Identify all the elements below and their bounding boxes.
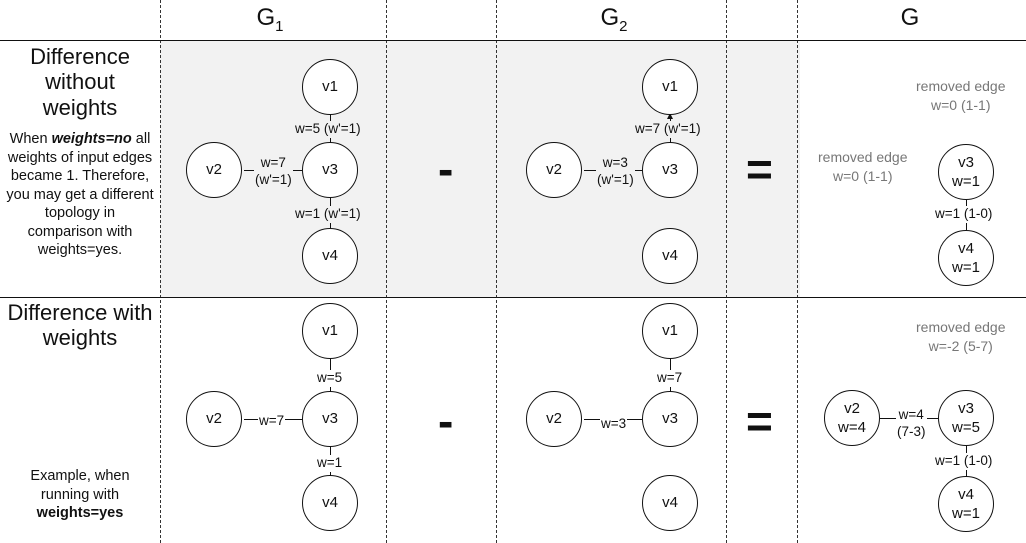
node-v2: v2 [186, 142, 242, 198]
node-v3: v3 [302, 142, 358, 198]
header-g1: G1 [256, 4, 284, 35]
column-divider [797, 0, 798, 543]
node-v4: v4 [302, 228, 358, 284]
edge-label-v2-v3: w=7(w'=1) [254, 155, 293, 189]
row1-title: Difference without weights [30, 44, 130, 120]
node-v4: v4 [302, 475, 358, 531]
equals-operator: = [746, 395, 773, 447]
edge-label-v2-v3: w=3 [600, 416, 628, 433]
node-v4: v4 [642, 475, 698, 531]
equals-operator: = [746, 143, 773, 195]
edge-label-v3-v4: w=1 [316, 455, 344, 472]
minus-operator: - [438, 395, 454, 447]
row-divider [0, 297, 1026, 298]
edge-label-v2-v3: w=7 [258, 413, 286, 430]
arrow-head-icon [667, 113, 673, 119]
minus-operator: - [438, 143, 454, 195]
edge-label-v2-v3: w=4(7-3) [896, 407, 927, 441]
row1-description: When weights=no all weights of input edg… [6, 131, 154, 259]
node-v3: v3 [642, 391, 698, 447]
node-v4: v4 [642, 228, 698, 284]
node-v1: v1 [642, 59, 698, 115]
edge-label-v2-v3: w=3(w'=1) [596, 155, 635, 189]
node-v2: v2 [526, 391, 582, 447]
edge-label-v1-v3: w=5 (w'=1) [294, 121, 362, 138]
node-v1: v1 [302, 303, 358, 359]
edge-label-v3-v4: w=1 (1-0) [934, 206, 994, 223]
column-divider [386, 0, 387, 543]
edge-label-v3-v4: w=1 (w'=1) [294, 206, 362, 223]
node-v2: v2 [526, 142, 582, 198]
header-g2: G2 [600, 4, 628, 35]
column-divider [160, 0, 161, 543]
node-v3: v3 [302, 391, 358, 447]
edge-label-v1-v3: w=7 [656, 370, 684, 387]
node-v1: v1 [302, 59, 358, 115]
row-divider [0, 40, 1026, 41]
edge-label-v1-v3: w=7 (w'=1) [634, 121, 702, 138]
column-divider [726, 0, 727, 543]
node-v1: v1 [642, 303, 698, 359]
node-v3: v3 [642, 142, 698, 198]
row2-title: Difference with weights [7, 300, 153, 351]
header-g: G [900, 4, 920, 31]
edge-label-v3-v4: w=1 (1-0) [934, 453, 994, 470]
node-v2: v2 [186, 391, 242, 447]
edge-label-v1-v3: w=5 [316, 370, 344, 387]
column-divider [496, 0, 497, 543]
